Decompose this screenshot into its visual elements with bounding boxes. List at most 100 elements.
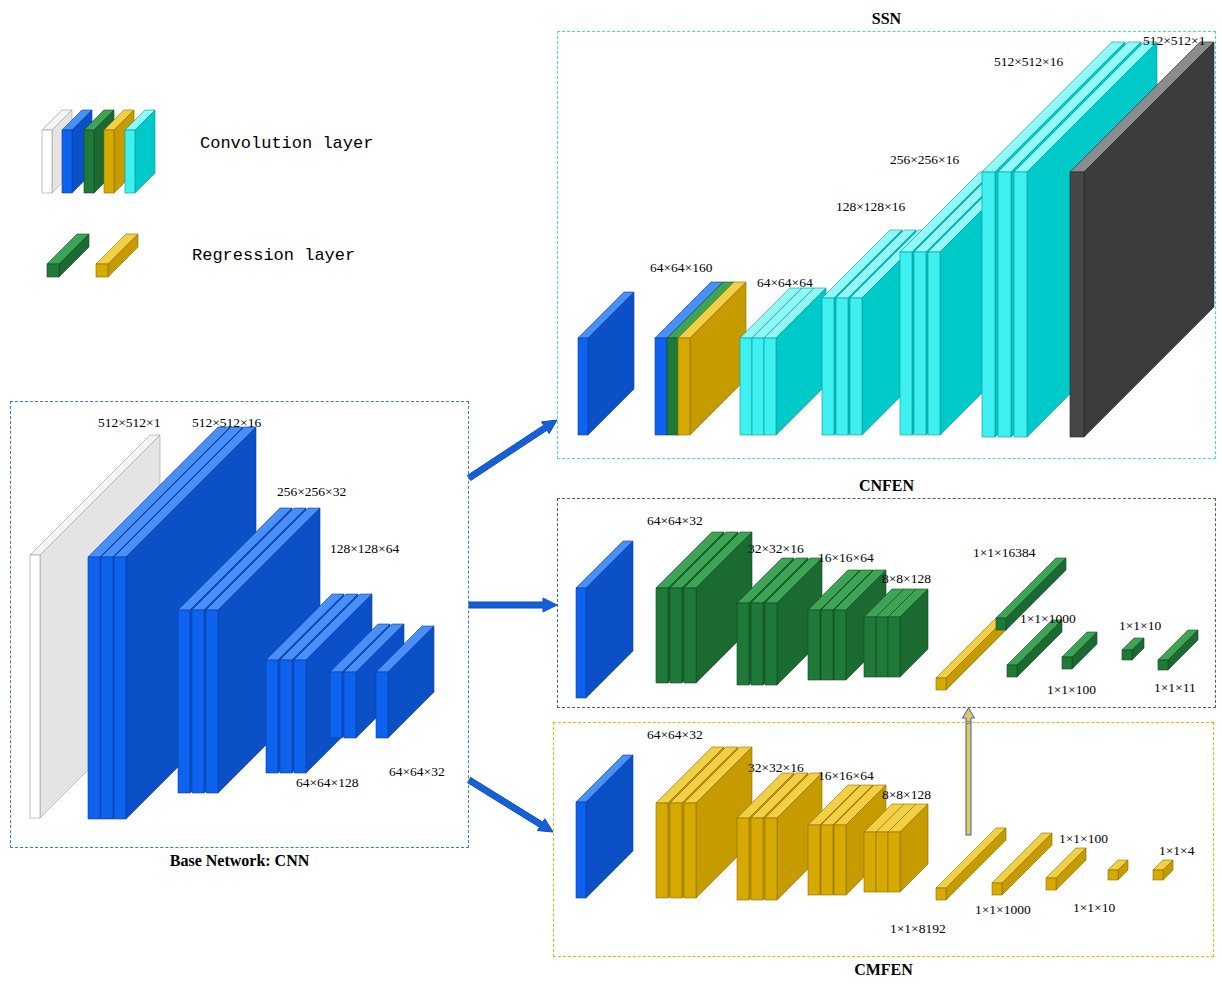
dimension-label: 256×256×32 xyxy=(277,484,346,500)
layer-block xyxy=(104,110,134,193)
dimension-label: 512×512×16 xyxy=(994,54,1063,70)
layer-front xyxy=(998,172,1011,437)
layer-block xyxy=(125,110,155,193)
layer-side xyxy=(1132,638,1144,660)
layer-block xyxy=(47,234,89,277)
layer-front xyxy=(888,832,900,892)
layer-block xyxy=(96,234,138,277)
layer-front xyxy=(737,818,749,900)
layer-front xyxy=(1158,660,1168,670)
group-heading: Base Network: CNN xyxy=(11,852,468,870)
layer-side xyxy=(946,618,1006,690)
layer-front xyxy=(656,588,668,683)
layer-block xyxy=(888,804,928,892)
layer-top xyxy=(992,833,1052,883)
layer-side xyxy=(59,234,89,277)
layer-block xyxy=(1007,620,1062,677)
layer-side xyxy=(1002,833,1052,895)
group-heading: CMFEN xyxy=(554,961,1213,979)
arrow-shape xyxy=(963,708,975,722)
layer-side xyxy=(1118,860,1128,880)
layer-block xyxy=(1122,638,1144,660)
layer-side xyxy=(777,773,822,900)
layer-block xyxy=(678,282,746,435)
layer-block xyxy=(765,558,822,685)
layer-front xyxy=(821,610,833,680)
layer-front xyxy=(578,338,588,435)
layer-front xyxy=(96,264,108,277)
layer-front xyxy=(1153,870,1163,880)
layer-front xyxy=(294,660,306,773)
arrow-shape xyxy=(467,777,553,832)
dimension-label: 8×8×128 xyxy=(882,571,931,587)
layer-front xyxy=(876,617,888,677)
dimension-label: 64×64×64 xyxy=(757,275,813,291)
layer-front xyxy=(280,660,292,773)
layer-front xyxy=(928,252,940,435)
layer-front xyxy=(178,610,190,793)
layer-block xyxy=(850,230,930,435)
layer-block xyxy=(1153,860,1173,880)
network-group: SSN xyxy=(557,31,1216,459)
layer-block xyxy=(765,773,822,900)
layer-front xyxy=(678,338,690,435)
dimension-label: 1×1×1000 xyxy=(975,902,1031,918)
layer-front xyxy=(684,588,696,683)
layer-block xyxy=(1108,860,1128,880)
layer-front xyxy=(936,888,946,900)
layer-side xyxy=(900,589,928,677)
layer-front xyxy=(850,298,862,435)
layer-side xyxy=(52,110,72,193)
group-heading: SSN xyxy=(558,10,1215,28)
dimension-label: 64×64×32 xyxy=(647,727,703,743)
layer-side xyxy=(1072,632,1097,669)
dimension-label: 64×64×32 xyxy=(389,764,445,780)
layer-front xyxy=(936,678,946,690)
dimension-label: 32×32×16 xyxy=(748,541,804,557)
network-group: Base Network: CNN xyxy=(10,401,469,848)
layer-front xyxy=(684,803,696,898)
flow-arrow xyxy=(467,777,553,832)
layer-front xyxy=(656,803,668,898)
dimension-label: 512×512×16 xyxy=(192,415,261,431)
dimension-label: 256×256×16 xyxy=(890,152,959,168)
layer-front xyxy=(737,603,749,685)
layer-front xyxy=(996,618,1006,630)
layer-block xyxy=(764,288,826,435)
layer-front xyxy=(808,610,820,680)
group-heading: CNFEN xyxy=(558,477,1215,495)
layer-side xyxy=(108,234,138,277)
layer-side xyxy=(135,110,155,193)
layer-block xyxy=(1070,42,1214,437)
layer-front xyxy=(1070,172,1084,437)
layer-side xyxy=(1168,630,1198,670)
arrow-shape xyxy=(469,598,557,612)
dimension-label: 1×1×1000 xyxy=(1020,611,1076,627)
layer-side xyxy=(1017,620,1062,677)
layer-front xyxy=(1007,665,1017,677)
layer-front xyxy=(104,130,114,193)
layer-front xyxy=(992,883,1002,895)
layer-side xyxy=(1056,848,1086,890)
dimension-label: 16×16×64 xyxy=(818,768,874,784)
layer-front xyxy=(101,557,113,819)
layer-front xyxy=(114,557,126,819)
dimension-label: 16×16×64 xyxy=(818,550,874,566)
layer-front xyxy=(864,617,876,677)
layer-front xyxy=(344,672,356,738)
layer-block xyxy=(578,292,634,435)
dimension-label: 512×512×1 xyxy=(98,415,160,431)
layer-front xyxy=(751,603,763,685)
layer-side xyxy=(388,626,434,738)
layer-front xyxy=(834,825,846,895)
layer-front xyxy=(125,130,135,193)
layer-side xyxy=(586,755,633,898)
layer-side xyxy=(776,288,826,435)
layer-front xyxy=(1122,650,1132,660)
arrow-shape xyxy=(467,420,557,481)
layer-front xyxy=(62,130,72,193)
layer-front xyxy=(576,588,586,698)
layer-front xyxy=(192,610,204,793)
layer-front xyxy=(84,130,94,193)
